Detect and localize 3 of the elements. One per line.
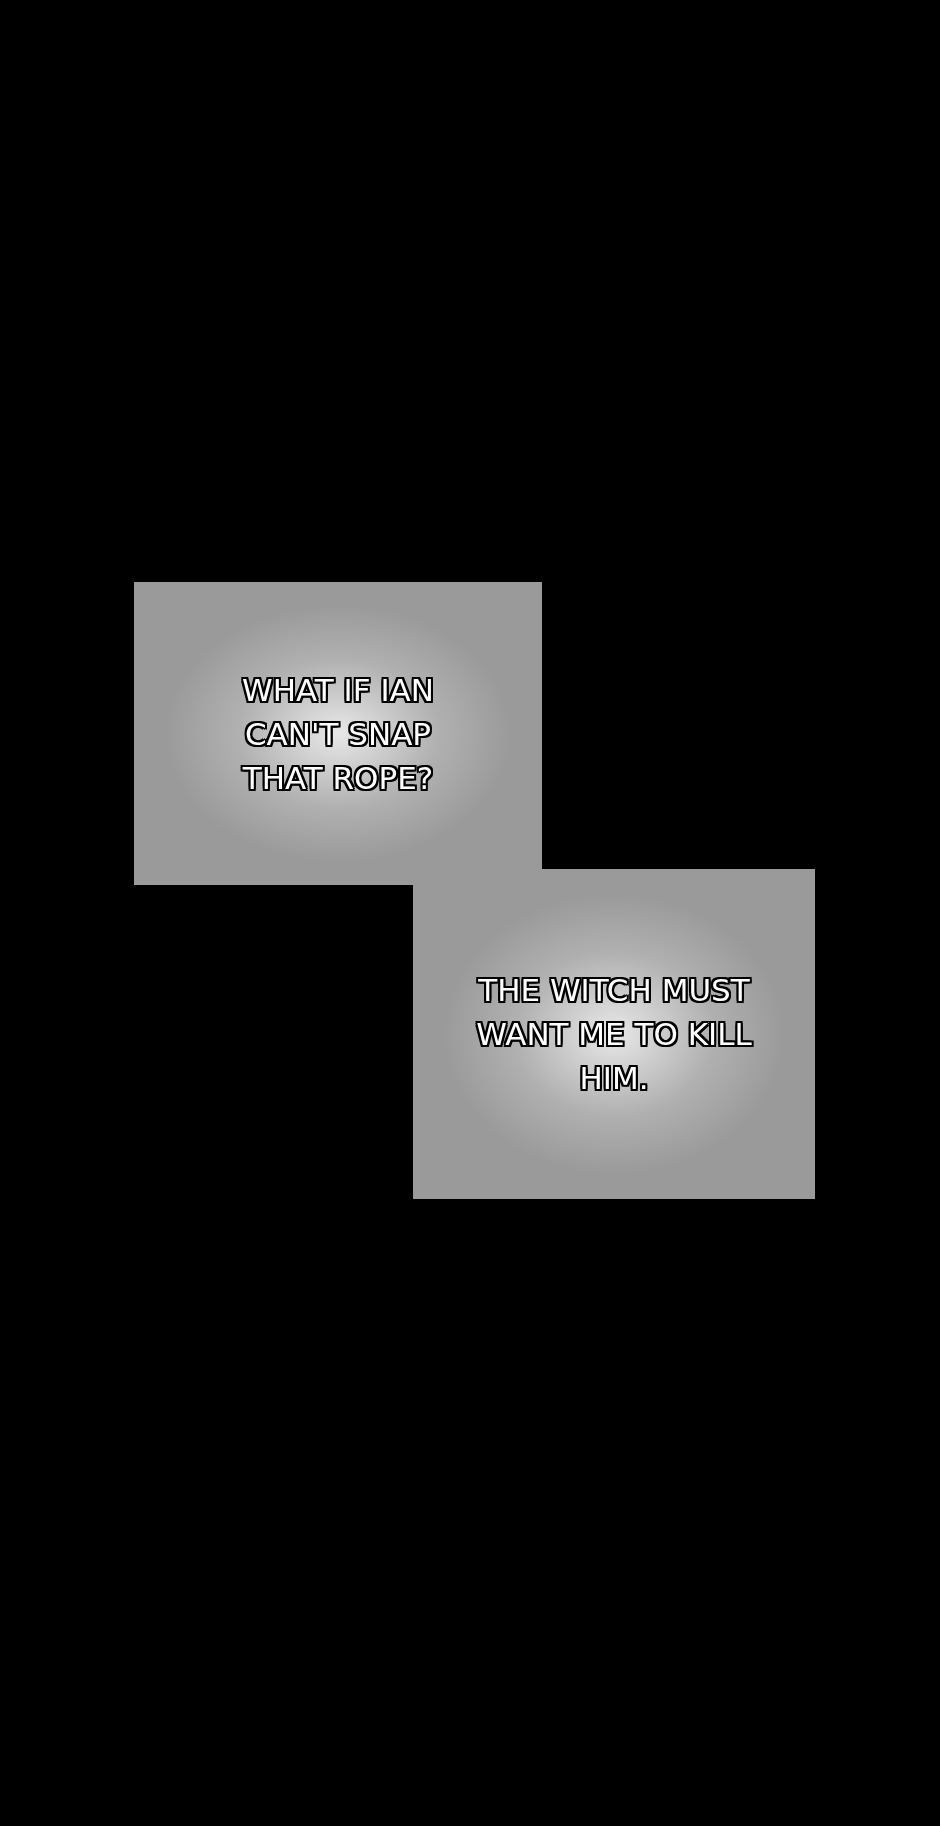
caption-panel	[134, 582, 542, 885]
caption-text: WHAT IF IAN CAN'T SNAP THAT ROPE?	[241, 670, 435, 798]
caption-panel	[413, 869, 815, 1199]
